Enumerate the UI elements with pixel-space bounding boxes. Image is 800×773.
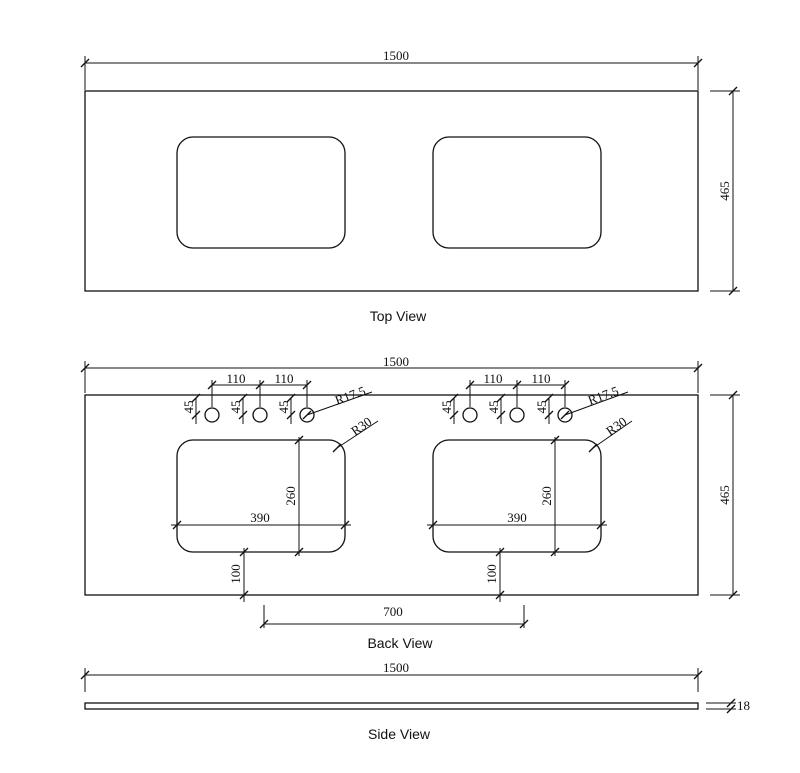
side-thickness-label: 18 — [737, 698, 750, 713]
right-corner-radius: R30 — [603, 414, 629, 439]
left-basin-length: 390 — [250, 510, 270, 525]
right-hole-offset-1: 45 — [439, 401, 454, 414]
back-width-dimension: 1500 — [80, 354, 703, 393]
top-left-basin — [176, 136, 346, 249]
left-front-offset: 100 — [228, 564, 243, 584]
right-tap-hole-2 — [509, 407, 525, 423]
right-tap-hole-1 — [462, 407, 478, 423]
right-hole-spacing-2: 110 — [531, 371, 550, 386]
left-tap-hole-1 — [204, 407, 220, 423]
left-tap-hole-2 — [252, 407, 268, 423]
side-width-dimension: 1500 — [80, 660, 703, 692]
right-hole-spacing-1: 110 — [483, 371, 502, 386]
side-slab-outline — [84, 702, 699, 710]
back-depth-dimension: 465 — [710, 390, 740, 600]
left-corner-radius: R30 — [348, 414, 374, 439]
right-basin-width: 260 — [539, 486, 554, 506]
back-right-basin — [432, 439, 602, 553]
left-basin-width: 260 — [283, 486, 298, 506]
back-countertop-outline — [84, 394, 699, 596]
left-hole-offset-1: 45 — [181, 401, 196, 414]
left-hole-spacing-1: 110 — [226, 371, 245, 386]
back-depth-label: 465 — [717, 485, 732, 505]
left-hole-offset-2: 45 — [228, 401, 243, 414]
side-view: 1500 18 Side View — [80, 660, 750, 742]
back-view: 1500 110 110 45 45 — [80, 354, 740, 651]
right-basin-length: 390 — [507, 510, 527, 525]
side-thickness-dimension: 18 — [706, 698, 750, 714]
right-tap-hole-3 — [557, 407, 573, 423]
top-width-dimension: 1500 — [80, 48, 703, 90]
top-depth-label: 465 — [717, 181, 732, 201]
left-tap-hole-3 — [299, 407, 315, 423]
left-hole-offset-3: 45 — [276, 401, 291, 414]
right-front-offset: 100 — [484, 564, 499, 584]
back-left-basin — [176, 439, 346, 553]
side-width-label: 1500 — [383, 660, 409, 675]
basin-center-spacing-dimension: 700 — [259, 604, 529, 629]
left-hole-radius: R17.5 — [333, 383, 368, 408]
right-hole-offset-2: 45 — [486, 401, 501, 414]
right-hole-radius: R17.5 — [586, 383, 621, 408]
top-depth-dimension: 465 — [710, 86, 740, 296]
top-view-title: Top View — [370, 308, 427, 324]
back-left-basin-group: 110 110 45 45 45 R17.5 R30 — [171, 371, 379, 602]
top-width-label: 1500 — [383, 48, 409, 63]
top-right-basin — [432, 136, 602, 249]
back-right-basin-group: 110 110 45 45 45 R17.5 R30 390 — [427, 371, 633, 602]
left-hole-spacing-2: 110 — [274, 371, 293, 386]
back-width-label: 1500 — [383, 354, 409, 369]
basin-center-spacing-label: 700 — [383, 604, 403, 619]
right-hole-offset-3: 45 — [534, 401, 549, 414]
top-view: 1500 465 Top View — [80, 48, 740, 324]
back-view-title: Back View — [367, 635, 433, 651]
top-countertop-outline — [84, 90, 699, 292]
side-view-title: Side View — [368, 726, 431, 742]
